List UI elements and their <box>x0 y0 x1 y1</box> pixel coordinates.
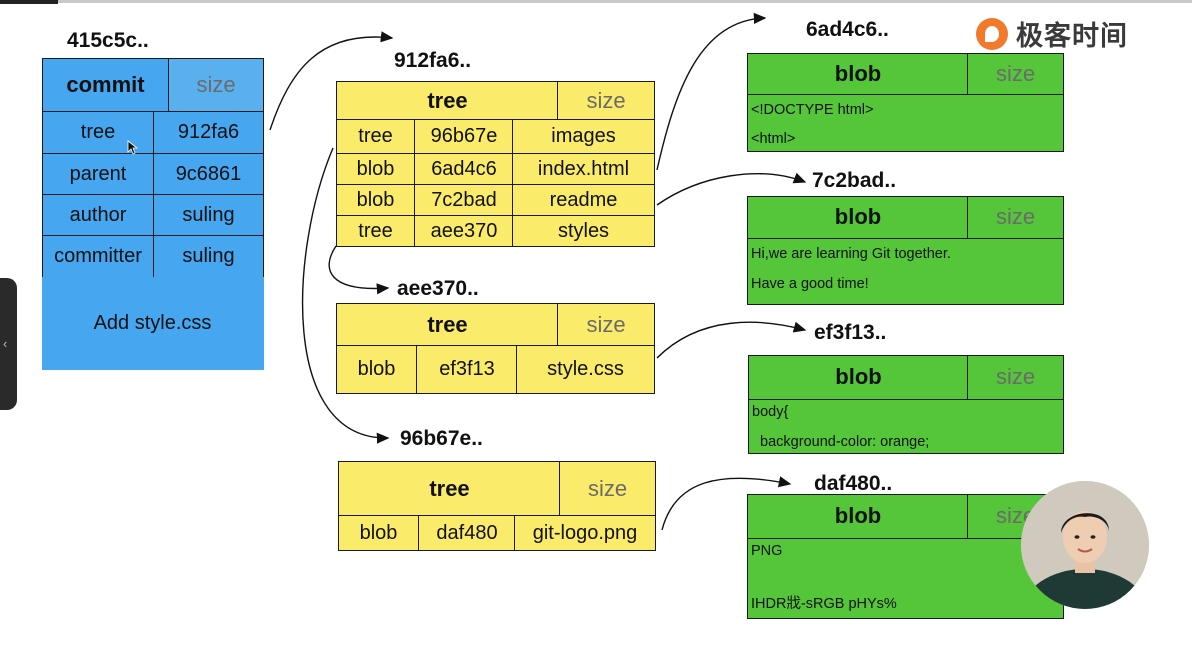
commit-row-value: 9c6861 <box>153 153 264 195</box>
blob-type: blob <box>747 354 970 400</box>
blob-content-line: background-color: orange; <box>752 434 930 450</box>
commit-row-value: 912fa6 <box>153 111 264 154</box>
tree-entry-mode: tree <box>335 215 416 247</box>
blob-object-style: blob size body{ background-color: orange… <box>747 354 1064 454</box>
blob-type: blob <box>748 495 970 539</box>
blob-size: size <box>967 52 1064 95</box>
commit-type: commit <box>41 57 170 113</box>
chevron-left-icon: ‹ <box>3 336 8 351</box>
tree-entry-mode: blob <box>335 345 418 394</box>
tree-object-styles: tree size blob ef3f13 style.css <box>335 302 655 394</box>
blob-content-line: <!DOCTYPE html> <box>751 102 874 118</box>
arrow-subtree-to-blob-style <box>656 321 807 359</box>
commit-object: commit size tree 912fa6 parent 9c6861 au… <box>41 57 264 370</box>
tree-size: size <box>557 302 655 347</box>
tree-entry-name: git-logo.png <box>514 515 656 551</box>
tree-entry-id: 96b67e <box>414 119 514 154</box>
tree-entry-mode: blob <box>337 515 420 551</box>
blob-object-readme: blob size Hi,we are learning Git togethe… <box>746 195 1064 305</box>
tree-entry-name: index.html <box>512 153 655 185</box>
tree-entry-name: images <box>512 119 655 154</box>
tree-entry-name: style.css <box>516 345 655 394</box>
tree-entry-mode: tree <box>335 119 416 154</box>
top-border <box>0 0 1192 3</box>
arrow-subtree-to-blob-logo <box>661 476 792 531</box>
commit-hash: 415c5c.. <box>67 29 149 52</box>
tree-hash: aee370.. <box>397 277 479 300</box>
blob-content-line: Have a good time! <box>751 276 869 292</box>
presenter-avatar <box>1021 481 1149 609</box>
blob-hash: 6ad4c6.. <box>806 18 889 41</box>
geektime-logo-icon <box>976 17 1008 50</box>
blob-hash: daf480.. <box>814 472 893 495</box>
tree-entry-id: 7c2bad <box>414 184 514 216</box>
tree-entry-name: styles <box>512 215 655 247</box>
tree-size: size <box>557 80 655 121</box>
geektime-logo: 极客时间 <box>976 14 1128 53</box>
blob-content-line: IHDR戕-sRGB pHYs% <box>751 596 897 612</box>
tree-type: tree <box>335 80 560 121</box>
tree-type: tree <box>335 302 560 347</box>
presenter-icon <box>1021 481 1149 609</box>
arrow-tree-to-blob-readme <box>656 172 807 206</box>
arrow-commit-to-tree <box>269 31 394 131</box>
mouse-cursor-icon <box>127 140 139 155</box>
blob-size: size <box>967 354 1064 400</box>
tree-entry-id: aee370 <box>414 215 514 247</box>
tree-hash: 912fa6.. <box>394 49 472 72</box>
blob-content-line: body{ <box>752 404 789 420</box>
commit-row-value: suling <box>153 235 264 278</box>
blob-content-line: PNG <box>751 543 783 559</box>
tree-size: size <box>559 460 656 517</box>
blob-content-line: Hi,we are learning Git together. <box>751 246 951 262</box>
tree-entry-id: 6ad4c6 <box>414 153 514 185</box>
arrow-tree-to-blob-index <box>656 12 767 171</box>
tree-entry-mode: blob <box>335 153 416 185</box>
arrow-tree-to-subtree-images <box>301 147 390 444</box>
blob-object-logo: blob size PNG IHDR戕-sRGB pHYs% <box>747 494 1064 619</box>
top-border-tab <box>0 0 58 4</box>
commit-row-key: author <box>41 194 155 236</box>
blob-type: blob <box>746 52 970 95</box>
logo-text: 极客时间 <box>1016 21 1128 51</box>
blob-content-line: <html> <box>751 131 796 147</box>
tree-entry-id: ef3f13 <box>416 345 518 394</box>
tree-type: tree <box>337 460 562 517</box>
tree-entry-id: daf480 <box>418 515 516 551</box>
blob-object-index: blob size <!DOCTYPE html> <html> <box>746 52 1064 152</box>
arrow-tree-to-subtree-styles <box>328 245 390 295</box>
side-collapse-tab[interactable]: ‹ <box>0 278 17 410</box>
blob-type: blob <box>746 195 970 239</box>
tree-entry-name: readme <box>512 184 655 216</box>
commit-size: size <box>168 57 264 113</box>
tree-object-root: tree size tree 96b67e images blob 6ad4c6… <box>335 80 655 247</box>
blob-size: size <box>967 195 1064 239</box>
tree-entry-mode: blob <box>335 184 416 216</box>
tree-hash: 96b67e.. <box>400 427 483 450</box>
tree-object-images: tree size blob daf480 git-logo.png <box>337 460 656 551</box>
commit-row-key: parent <box>41 153 155 195</box>
commit-row-value: suling <box>153 194 264 236</box>
blob-hash: 7c2bad.. <box>812 169 897 192</box>
commit-message: Add style.css <box>41 277 264 370</box>
commit-row-key: committer <box>41 235 155 278</box>
blob-hash: ef3f13.. <box>814 321 887 344</box>
